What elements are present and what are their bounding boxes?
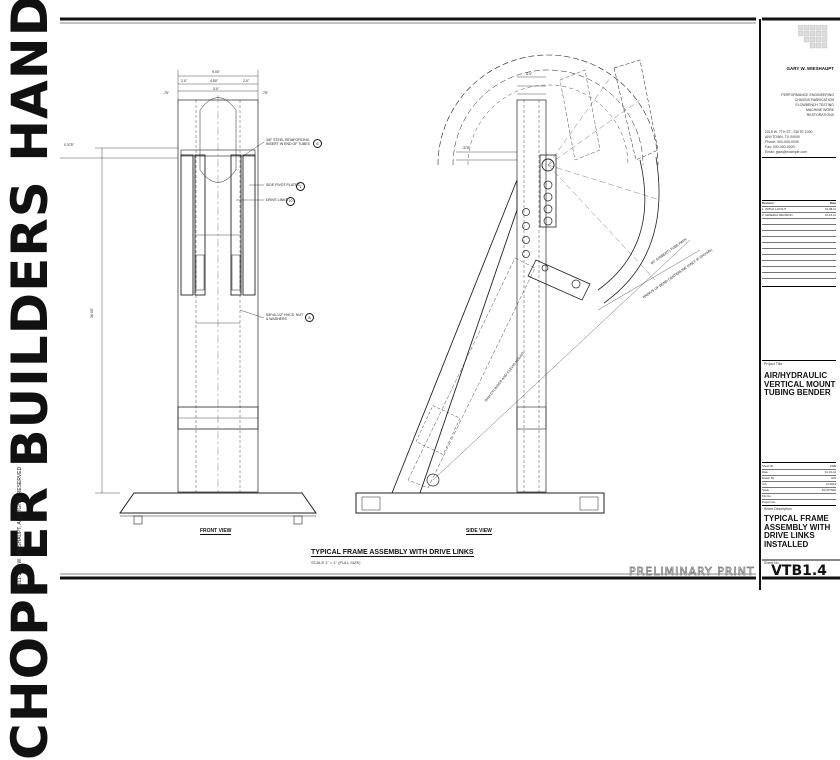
info-scale-value: AS NOTED (821, 488, 836, 492)
front-view (60, 70, 317, 525)
sheet-description: TYPICAL FRAME ASSEMBLY WITH DRIVE LINKS … (764, 514, 831, 549)
info-scale-label: Scale (762, 488, 769, 492)
designer-logo (797, 24, 828, 49)
front-overall-width: 9.00" (212, 70, 221, 74)
drawing-number: VTB1.4 (771, 563, 827, 579)
pivot-plates-note: SIDE PIVOT PLATES (266, 183, 300, 187)
services-2: FLOWBENCH TESTING (795, 103, 834, 107)
steel-insert-note: 3/8" STEEL REINFORCING INSERT IN END OF … (266, 138, 310, 146)
drive-links-note: DRIVE LINKS (266, 198, 288, 202)
copyright-notice: © 2011-12 G.W. WIESHAUPT, ALL RIGHTS RES… (17, 466, 24, 594)
front-seg-left: 2.0" (181, 79, 188, 83)
pivot-plates-ref: 1 (296, 182, 305, 191)
info-sheet-id-label: Sheet ID (762, 464, 773, 468)
preliminary-stamp: PRELIMINARY PRINT (629, 565, 755, 579)
info-drawn-value: GW (831, 476, 836, 480)
address-0: 2015 W. 7TH ST., SUITE 1000 (765, 130, 813, 134)
drive-links-ref: 10 (286, 197, 295, 206)
steel-insert-ref: 6 (313, 139, 322, 148)
info-sheet-id-value: 1999 (829, 464, 836, 468)
info-date-label: Date (762, 470, 768, 474)
services-3: MACHINE WORK (806, 108, 834, 112)
drawing-canvas (60, 17, 840, 590)
front-left-offset: .75" (163, 91, 170, 95)
rev-1-date: 10-08-11 (825, 207, 836, 211)
side-view-caption: SIDE VIEW (466, 528, 492, 535)
rev-2-desc: 2. GENERAL REVISION (762, 213, 793, 217)
sheet-no-label: Sheet No. (764, 561, 780, 565)
side-top-gap: .375" (462, 146, 471, 150)
front-pin-dim: 3.0" (213, 87, 220, 91)
info-date-value: 01-01-12 (824, 470, 836, 474)
info-file-label: File No. (762, 494, 772, 498)
bolt-ref: 8 (305, 313, 314, 322)
revision-table: Revision Date 1. INITIAL LAYOUT 10-08-11 2… (762, 200, 836, 287)
scale-note: SCALE 1" = 1" (FULL SIZE) (311, 560, 361, 565)
bolt-note: 5/8"x5-1/2" HHCS, NUT & WASHERS (266, 313, 304, 321)
address-4: Email: gww@example.com (765, 150, 808, 154)
services-1: CHASSIS FABRICATION (794, 98, 834, 102)
rev-1-desc: 1. INITIAL LAYOUT (762, 207, 787, 211)
project-title-label: Project Title (764, 362, 783, 366)
info-drawn-label: Drawn By (762, 476, 775, 480)
services-4: RESTORATIONS (806, 113, 834, 117)
front-view-caption: FRONT VIEW (200, 528, 232, 535)
info-job-label: Job (762, 482, 767, 486)
front-seg-mid: 4.50" (210, 79, 219, 83)
front-height-dim: 36.00" (90, 307, 94, 318)
info-job-value: 11-0014 (825, 482, 836, 486)
address-3: Fax: 000-000-0000 (765, 145, 795, 149)
front-right-offset: .75" (262, 91, 269, 95)
sheet-info-table: Sheet ID 1999 Date 01-01-12 Drawn By GW Job… (762, 462, 836, 506)
sheet-desc-label: Sheet Description (764, 507, 792, 511)
address-1: ANYTOWN, TX 00000 (765, 135, 800, 139)
front-seg-right: 2.0" (243, 79, 250, 83)
services-0: PERFORMANCE ENGINEERING (781, 93, 834, 97)
designer-name: GARY W. WIESHAUPT (786, 66, 834, 71)
side-view (355, 54, 701, 514)
rev-header-revision: Revision (762, 201, 774, 205)
rev-2-date: 10-15-11 (825, 213, 836, 217)
front-top-gap: 0.375" (64, 143, 75, 147)
info-project-label: Project No. (762, 500, 776, 504)
main-title: TYPICAL FRAME ASSEMBLY WITH DRIVE LINKS (311, 549, 474, 557)
side-top-width: 4.0" (526, 72, 533, 76)
address-2: Phone: 000-000-0000 (765, 140, 799, 144)
rev-header-date: Date (829, 201, 836, 205)
project-title: AIR/HYDRAULIC VERTICAL MOUNT TUBING BEND… (764, 371, 836, 397)
